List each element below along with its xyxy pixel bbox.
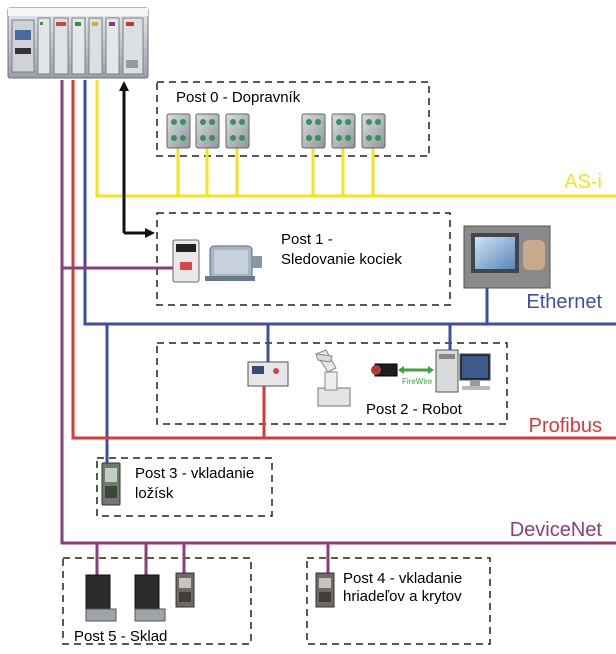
station-box-post1: [156, 212, 451, 306]
asi-module-4: [301, 113, 326, 149]
robot-controller: [247, 361, 289, 387]
post3-label-line2: ložísk: [135, 485, 174, 502]
station-box-post2: [156, 342, 508, 425]
station-box-post3: [96, 457, 273, 517]
asi-module-6: [361, 113, 386, 149]
post3-label-line1: Post 3 - vkladanie: [135, 465, 254, 482]
servo-motor-1: [85, 574, 117, 622]
ethernet-label: Ethernet: [526, 291, 602, 313]
plc-controller: [7, 7, 149, 79]
plc-link-arrow: [119, 81, 155, 238]
ethernet-bus-lines: [83, 80, 616, 463]
post0-label: Post 0 - Dopravník: [176, 89, 301, 106]
post4-label-line2: hriadeľov a krytov: [343, 588, 462, 605]
pc-computer: [435, 349, 491, 393]
asi-io-modules: [166, 113, 386, 149]
frequency-drive: [172, 239, 200, 283]
servo-drive-post5: [175, 572, 195, 608]
devicenet-label: DeviceNet: [510, 519, 603, 541]
servo-motor-2: [134, 574, 166, 622]
asi-label: AS-i: [564, 171, 602, 193]
post5-label: Post 5 - Sklad: [74, 628, 167, 645]
station-box-post5: [62, 557, 252, 645]
firewire-link: [398, 366, 434, 374]
servo-drive-post4: [315, 572, 335, 608]
asi-module-2: [195, 113, 220, 149]
post1-label-line1: Post 1 -: [281, 231, 333, 248]
post2-label: Post 2 - Robot: [366, 401, 463, 418]
asi-module-3: [225, 113, 250, 149]
station-box-post0: [156, 81, 430, 157]
profibus-label: Profibus: [529, 415, 602, 437]
camera: [371, 363, 398, 377]
io-module-post3: [101, 462, 121, 506]
touch-panel-hmi: [463, 225, 551, 289]
firewire-label: FireWire: [402, 377, 433, 386]
post1-label-line2: Sledovanie kociek: [281, 251, 402, 268]
asi-module-1: [166, 113, 191, 149]
station-box-post4: [306, 557, 491, 645]
asi-module-5: [331, 113, 356, 149]
devicenet-bus-lines: [60, 80, 616, 575]
robot-arm: [315, 349, 351, 407]
electric-motor: [205, 245, 262, 281]
post4-label-line1: Post 4 - vkladanie: [343, 570, 462, 587]
asi-bus-lines: [95, 80, 616, 198]
profibus-bus-lines: [71, 80, 616, 440]
